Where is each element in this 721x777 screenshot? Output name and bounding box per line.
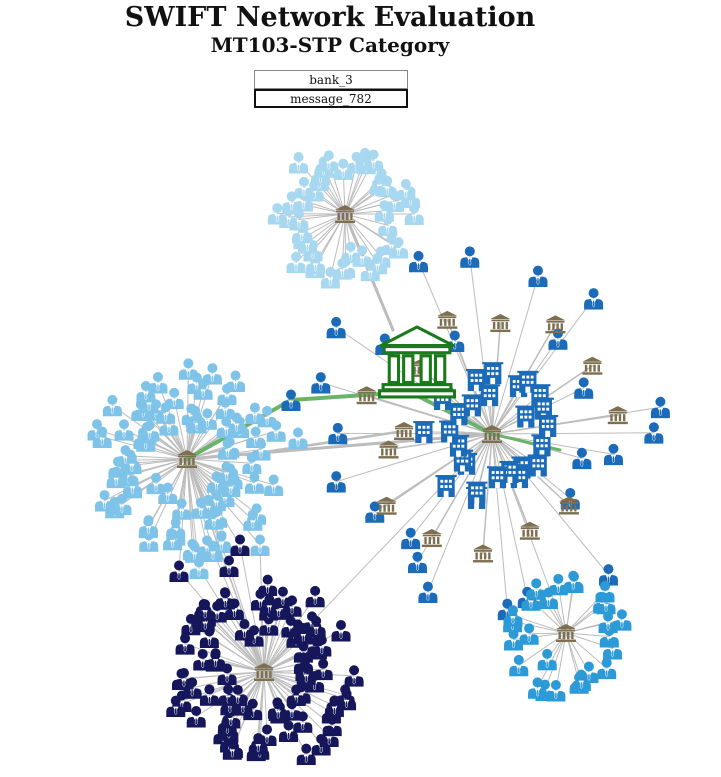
- branch-node building-icon[interactable]: [435, 475, 457, 498]
- customer-node person-icon[interactable]: [288, 427, 308, 450]
- network-edge: [491, 433, 508, 610]
- branch-node building-icon[interactable]: [531, 434, 553, 457]
- branch-node building-icon[interactable]: [466, 481, 488, 504]
- branch-node building-icon[interactable]: [461, 394, 483, 417]
- network-edge: [387, 433, 493, 451]
- network-edge: [198, 567, 265, 673]
- network-edge: [204, 620, 265, 673]
- network-edge: [329, 213, 346, 279]
- message-input[interactable]: [254, 89, 408, 108]
- network-edge: [184, 643, 265, 673]
- network-edge: [312, 213, 346, 252]
- network-edge: [132, 458, 188, 487]
- network-edge: [565, 619, 623, 634]
- network-edge: [491, 433, 609, 576]
- network-edge: [175, 671, 265, 707]
- bank-input[interactable]: [254, 70, 408, 89]
- network-edge: [491, 298, 595, 435]
- network-edge: [257, 671, 265, 745]
- network-edge: [491, 432, 655, 435]
- branch-node building-icon[interactable]: [515, 405, 537, 428]
- network-edge: [186, 458, 196, 553]
- network-edge: [518, 632, 567, 666]
- network-edge: [385, 433, 493, 507]
- page-subtitle: MT103-STP Category: [210, 33, 450, 57]
- network-edge: [491, 275, 539, 435]
- page-title: SWIFT Network Evaluation: [124, 2, 536, 33]
- network-edge: [131, 458, 188, 464]
- branch-node building-icon[interactable]: [413, 421, 435, 444]
- branch-node building-icon[interactable]: [537, 414, 559, 437]
- network-edge: [243, 429, 406, 457]
- network-edge: [129, 458, 188, 461]
- network-edge: [228, 565, 265, 673]
- network-edge: [186, 436, 257, 460]
- network-edge: [123, 429, 188, 460]
- network-edge: [298, 213, 346, 221]
- network-edge: [482, 433, 493, 555]
- branch-node building-icon[interactable]: [482, 362, 504, 385]
- branch-node building-icon[interactable]: [479, 384, 501, 407]
- network-edge: [186, 458, 253, 464]
- network-edge: [337, 432, 493, 435]
- branch-node building-icon[interactable]: [486, 466, 509, 489]
- network-edge: [263, 671, 268, 736]
- network-edge: [186, 368, 189, 460]
- network-edge: [186, 458, 218, 483]
- network-edge: [365, 394, 493, 435]
- network-edge: [431, 433, 493, 539]
- network-edge: [420, 367, 493, 435]
- network-edge: [427, 433, 493, 593]
- network-edge: [491, 433, 528, 598]
- node-layer: [87, 147, 671, 766]
